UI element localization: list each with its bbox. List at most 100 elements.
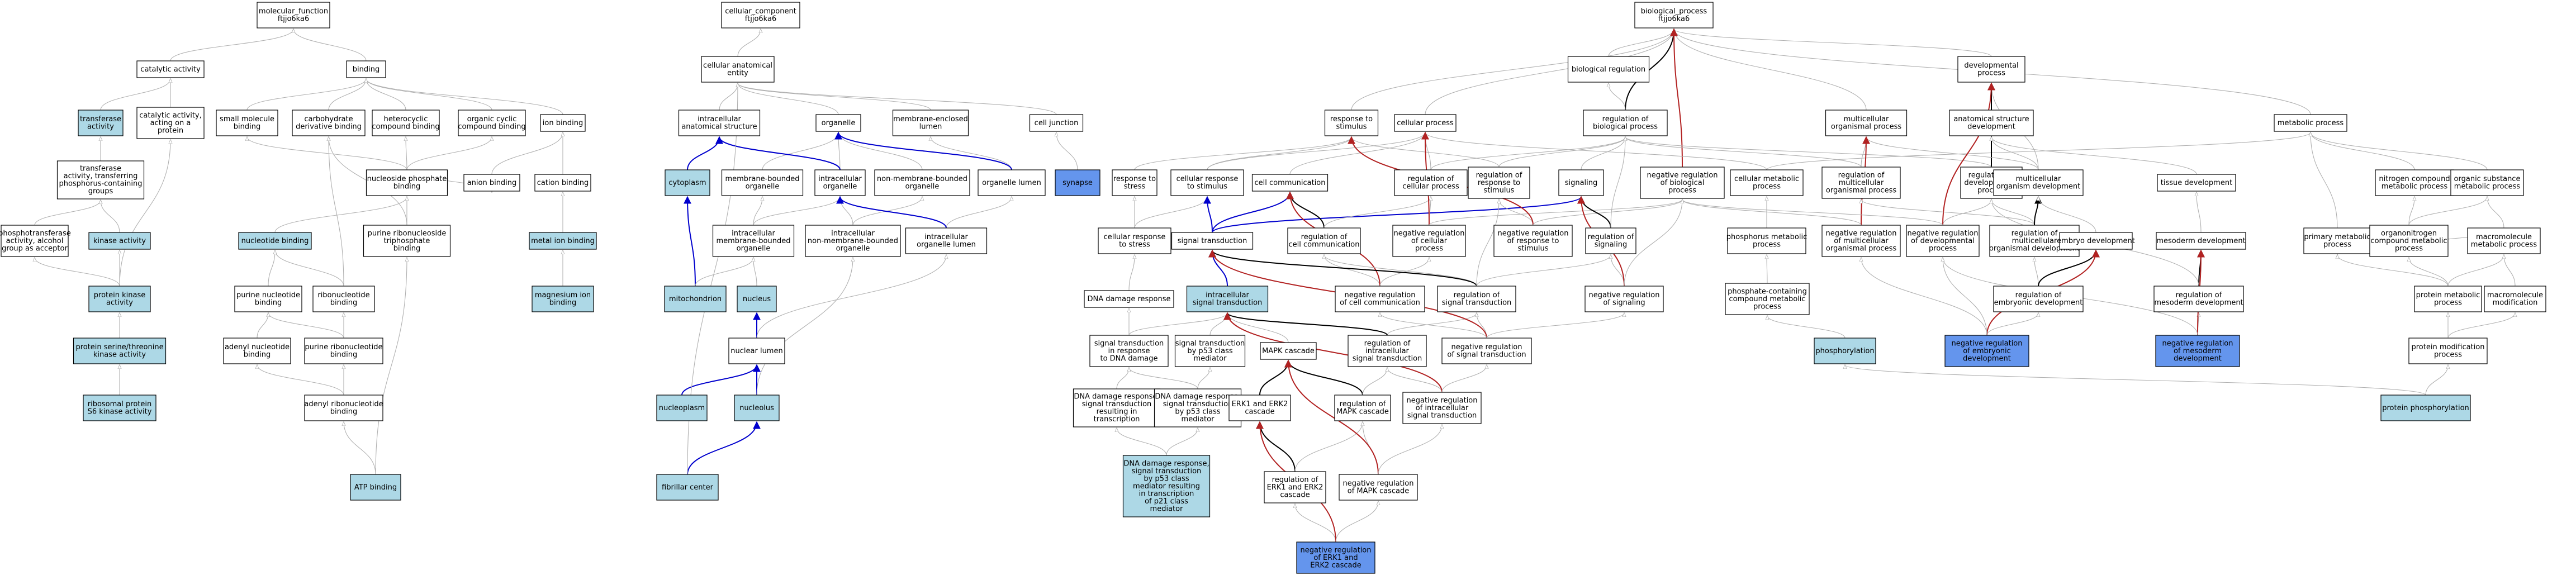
term-node-dna-damage[interactable]: DNA damage response [1084,290,1174,308]
term-node-mesoderm-dev[interactable]: mesoderm development [2156,232,2246,250]
term-node-embryo-dev[interactable]: embryo development [2057,232,2135,250]
term-node-intra-nonmem-org[interactable]: intracellularnon-membrane-boundedorganel… [805,225,901,257]
term-node-phosphorylation[interactable]: phosphorylation [1814,338,1876,364]
term-node-sig-trans[interactable]: signal transduction [1171,232,1254,250]
term-node-cell-proc[interactable]: cellular process [1394,114,1457,132]
term-node-atp[interactable]: ATP binding [350,474,401,501]
term-node-mitochondrion[interactable]: mitochondrion [664,286,727,312]
term-node-nucleoplasm[interactable]: nucleoplasm [656,395,708,421]
term-node-tissue-dev[interactable]: tissue development [2157,174,2236,192]
term-node-dna-p53-full[interactable]: DNA damage response,signal transductionb… [1122,455,1211,517]
term-node-binding[interactable]: binding [346,60,386,78]
term-node-ion-binding[interactable]: ion binding [540,114,586,132]
term-node-cell-junction[interactable]: cell junction [1029,114,1084,132]
term-node-catalytic[interactable]: catalytic activity [136,60,205,78]
term-node-mapk[interactable]: MAPK cascade [1260,342,1317,360]
term-node-kinase[interactable]: kinase activity [88,232,151,250]
term-node-cell-comm[interactable]: cell communication [1251,174,1329,192]
term-node-nucleus[interactable]: nucleus [737,286,777,312]
term-node-signaling[interactable]: signaling [1558,169,1604,196]
term-node-metab[interactable]: metabolic process [2274,114,2347,132]
term-node-nucleotide-binding[interactable]: nucleotide binding [238,232,312,250]
term-node-nuclear-lumen[interactable]: nuclear lumen [728,338,785,364]
term-node-organelle-lumen[interactable]: organelle lumen [978,169,1046,196]
term-node-dna-transcription[interactable]: DNA damage response,signal transductionr… [1073,388,1161,427]
term-node-protein-phos[interactable]: protein phosphorylation [2380,395,2471,421]
